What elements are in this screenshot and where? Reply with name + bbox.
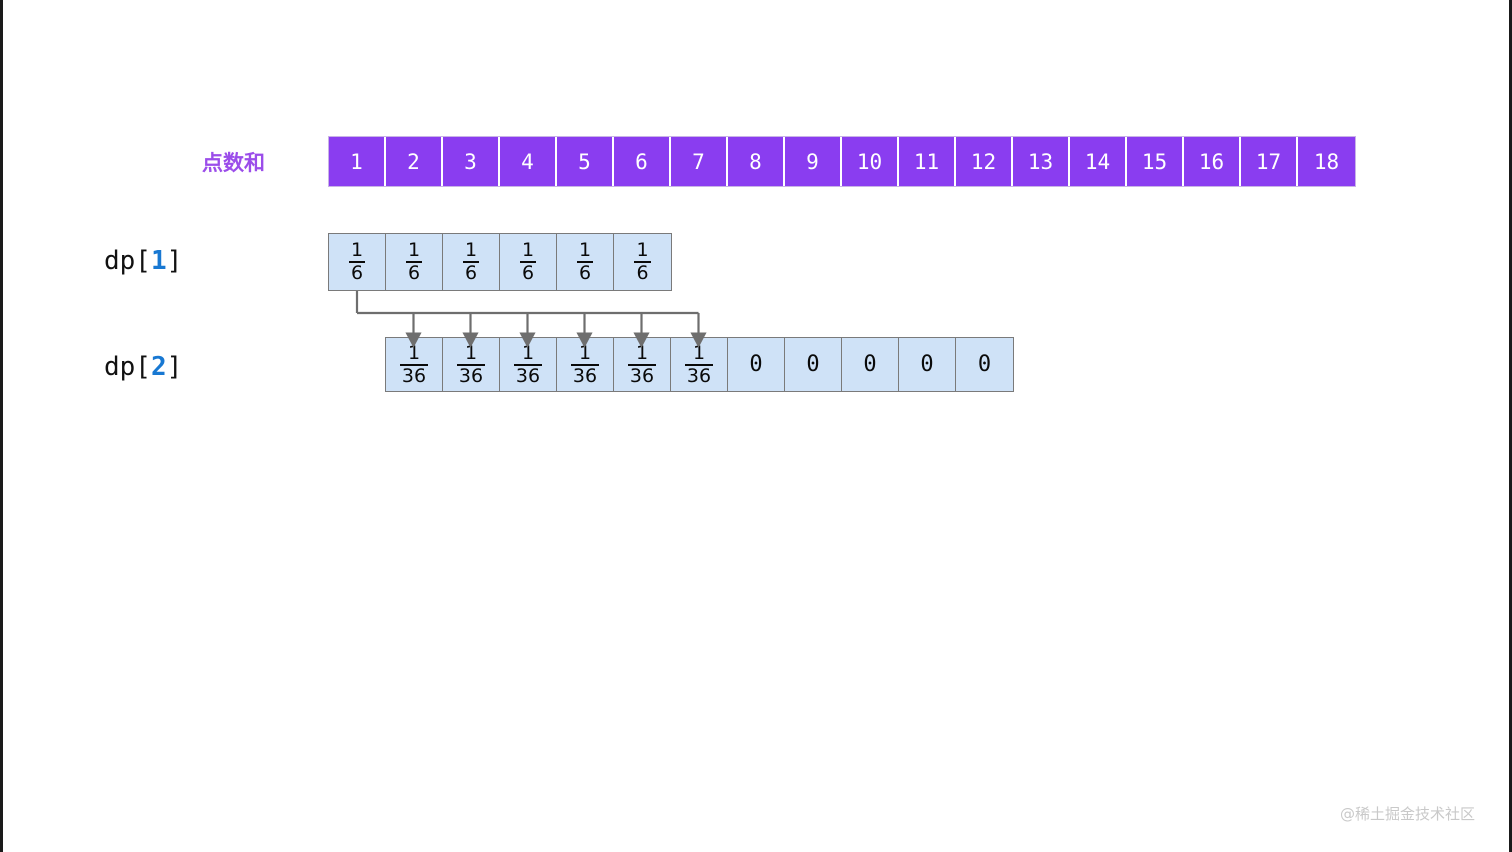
sum-header-cell: 8 bbox=[728, 137, 785, 186]
dp2-cell: 0 bbox=[785, 338, 842, 391]
sum-header-cell: 2 bbox=[386, 137, 443, 186]
fraction-denominator: 36 bbox=[456, 363, 486, 387]
sum-header-cell: 11 bbox=[899, 137, 956, 186]
fraction-denominator: 6 bbox=[634, 261, 651, 284]
sum-header-cell: 18 bbox=[1298, 137, 1355, 186]
sum-header-cell: 16 bbox=[1184, 137, 1241, 186]
sum-header-cell: 15 bbox=[1127, 137, 1184, 186]
sum-header-cell: 7 bbox=[671, 137, 728, 186]
fraction-numerator: 1 bbox=[407, 239, 421, 261]
fraction-numerator: 1 bbox=[464, 239, 478, 261]
fraction-numerator: 1 bbox=[521, 341, 535, 364]
fraction-denominator: 36 bbox=[399, 363, 429, 387]
fraction-denominator: 6 bbox=[405, 261, 423, 284]
cell-value: 0 bbox=[977, 352, 992, 377]
fraction-denominator: 6 bbox=[519, 261, 537, 284]
transition-arrows bbox=[355, 291, 707, 348]
fraction-numerator: 1 bbox=[692, 341, 706, 364]
dp1-label-suffix: ] bbox=[166, 246, 183, 276]
sum-header-cell: 17 bbox=[1241, 137, 1298, 186]
fraction-numerator: 1 bbox=[464, 341, 478, 364]
fraction-denominator: 6 bbox=[462, 261, 480, 284]
transition-arrow-layer bbox=[355, 291, 707, 348]
sum-header-cell: 4 bbox=[500, 137, 557, 186]
watermark: @稀土掘金技术社区 bbox=[1339, 805, 1475, 823]
fraction-numerator: 1 bbox=[578, 341, 592, 364]
sum-header-cell: 14 bbox=[1070, 137, 1127, 186]
fraction-denominator: 36 bbox=[513, 363, 543, 387]
dp2-cell: 0 bbox=[899, 338, 956, 391]
sum-header-cell: 5 bbox=[557, 137, 614, 186]
fraction-numerator: 1 bbox=[578, 239, 592, 261]
cell-value: 0 bbox=[806, 352, 820, 377]
sum-header-cell: 6 bbox=[614, 137, 671, 186]
dp2-label-index: 2 bbox=[150, 352, 167, 382]
cell-value: 0 bbox=[920, 352, 934, 377]
fraction-denominator: 6 bbox=[348, 261, 366, 284]
dp1-label-index: 1 bbox=[150, 246, 167, 276]
dp2-cell: 0 bbox=[842, 338, 899, 391]
fraction-numerator: 1 bbox=[521, 239, 535, 261]
fraction-denominator: 36 bbox=[570, 363, 600, 387]
fraction-denominator: 36 bbox=[627, 363, 657, 387]
sum-header-cell: 13 bbox=[1013, 137, 1070, 186]
dp1-row-label: dp[1] bbox=[104, 246, 182, 276]
dp1-label-prefix: dp[ bbox=[104, 246, 151, 276]
fraction-numerator: 1 bbox=[635, 341, 649, 364]
dp2-row-label: dp[2] bbox=[104, 352, 182, 382]
fraction-numerator: 1 bbox=[407, 341, 421, 364]
sum-header-cell: 10 bbox=[842, 137, 899, 186]
sum-header-cell: 12 bbox=[956, 137, 1013, 186]
cell-value: 0 bbox=[749, 352, 763, 377]
cell-value: 0 bbox=[863, 352, 877, 377]
dp2-cell: 0 bbox=[728, 338, 785, 391]
fraction-numerator: 1 bbox=[350, 239, 364, 261]
sum-header-cell: 3 bbox=[443, 137, 500, 186]
sum-header-label: 点数和 bbox=[202, 151, 265, 175]
fraction-denominator: 6 bbox=[576, 261, 594, 284]
dp2-label-suffix: ] bbox=[166, 352, 183, 382]
fraction-numerator: 1 bbox=[636, 239, 649, 261]
fraction-denominator: 36 bbox=[684, 363, 714, 387]
sum-header-cell: 1 bbox=[329, 137, 386, 186]
sum-header-cell: 9 bbox=[785, 137, 842, 186]
dp2-cell: 0 bbox=[956, 338, 1013, 391]
dp2-label-prefix: dp[ bbox=[104, 352, 151, 382]
